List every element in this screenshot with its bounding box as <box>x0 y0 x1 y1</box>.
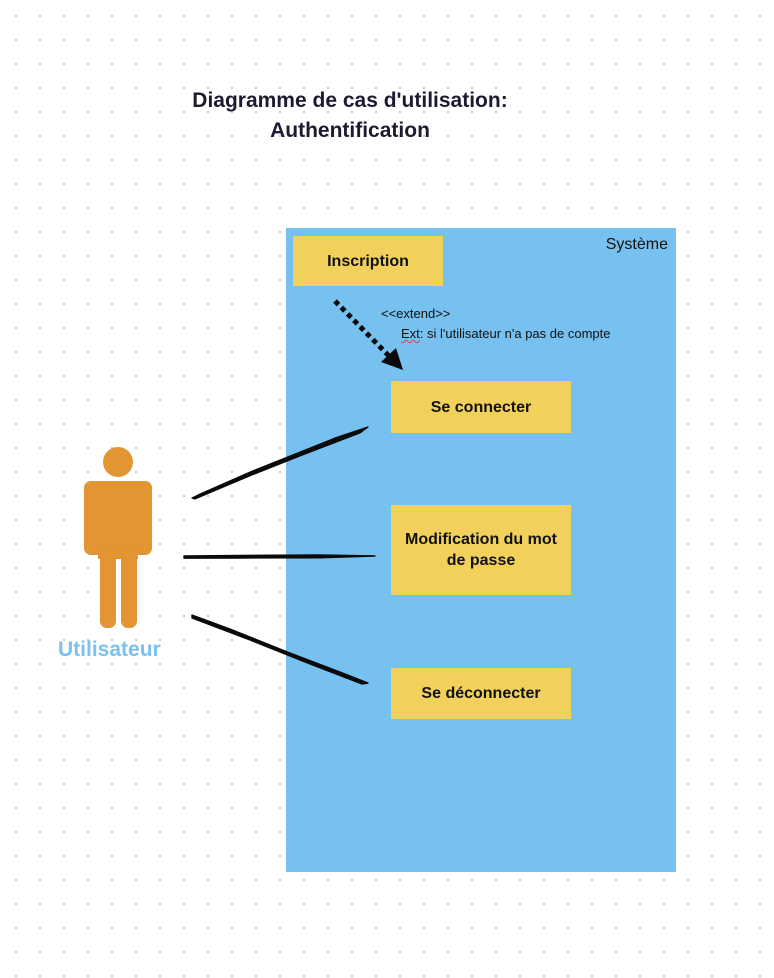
extend-condition-prefix: Ext <box>401 326 420 341</box>
use-case-se-connecter[interactable]: Se connecter <box>391 381 571 433</box>
extend-condition-text: : si l'utilisateur n'a pas de compte <box>419 326 611 341</box>
actor-figure-icon[interactable] <box>84 447 152 628</box>
extend-condition-label: Ext: si l'utilisateur n'a pas de compte <box>401 326 610 341</box>
association-line-se-deconnecter[interactable] <box>191 614 369 685</box>
extend-arrow-line[interactable] <box>333 299 391 358</box>
use-case-modification-mot-de-passe[interactable]: Modification du mot de passe <box>391 505 571 595</box>
system-label: Système <box>605 236 668 253</box>
actor-label: Utilisateur <box>58 638 161 661</box>
extend-arrow-head-icon <box>381 348 403 370</box>
use-case-se-deconnecter[interactable]: Se déconnecter <box>391 668 571 719</box>
use-case-inscription[interactable]: Inscription <box>293 236 443 286</box>
diagram-title: Diagramme de cas d'utilisation: Authenti… <box>140 86 560 146</box>
association-line-se-connecter[interactable] <box>191 426 369 500</box>
diagram-title-line-2: Authentification <box>270 119 430 142</box>
extend-stereotype-label: <<extend>> <box>381 306 451 321</box>
diagram-title-line-1: Diagramme de cas d'utilisation: <box>192 89 508 112</box>
association-line-modification[interactable] <box>183 554 376 559</box>
